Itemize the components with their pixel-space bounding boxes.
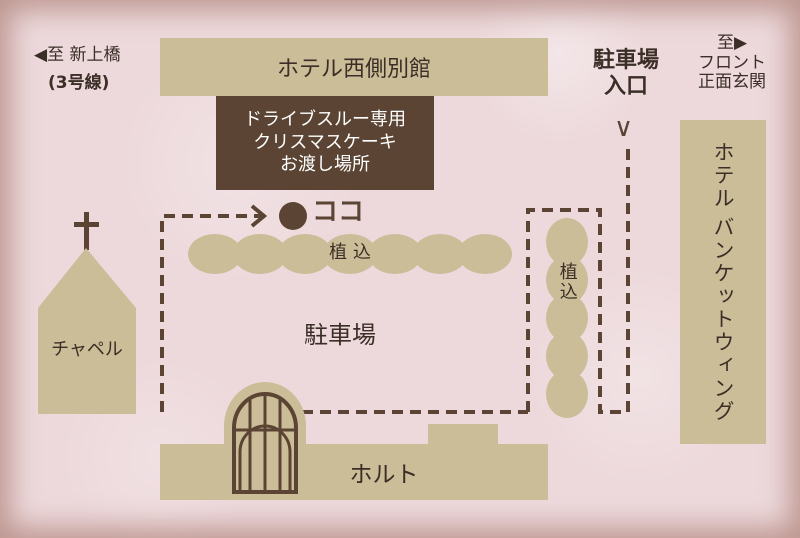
hall-annex bbox=[428, 424, 498, 446]
direction-right: 至▶ フロント 正面玄関 bbox=[672, 33, 792, 93]
direction-right-line1: 至 bbox=[716, 33, 734, 53]
chapel-label: チャペル bbox=[51, 339, 123, 360]
entrance-line1: 駐車場 bbox=[592, 48, 659, 73]
parking-label: 駐車場 bbox=[304, 321, 376, 349]
chapel-building bbox=[38, 212, 136, 414]
pickup-location-box: ドライブスルー専用 クリスマスケーキ お渡し場所 bbox=[216, 96, 434, 190]
entrance-arrow-icon: ∨ bbox=[614, 113, 634, 143]
right-arrow-icon: ▶ bbox=[733, 33, 748, 53]
parking-entrance: 駐車場 入口 bbox=[576, 48, 676, 101]
direction-left-text: 至 新上橋 bbox=[47, 45, 121, 65]
here-label: ココ bbox=[312, 197, 365, 227]
west-annex-building: ホテル西側別館 bbox=[160, 38, 548, 96]
arched-door-icon bbox=[224, 382, 306, 498]
hedge-top: 植 込 bbox=[188, 234, 512, 274]
chapel-shape bbox=[38, 248, 136, 414]
hedge-right: 植込 bbox=[546, 218, 588, 418]
hedge-top-label: 植 込 bbox=[329, 242, 371, 263]
chapel-cross-vertical bbox=[84, 212, 89, 250]
west-annex-label: ホテル西側別館 bbox=[276, 57, 431, 82]
hedge-right-shrub bbox=[546, 370, 588, 418]
pickup-line3: お渡し場所 bbox=[280, 154, 370, 176]
direction-right-line2: フロント bbox=[698, 52, 766, 73]
left-arrow-icon: ◀ bbox=[34, 45, 48, 65]
hedge-right-label: 植込 bbox=[556, 262, 578, 302]
banquet-line2: バンケットウィング bbox=[711, 216, 735, 423]
pickup-line1: ドライブスルー専用 bbox=[244, 109, 406, 131]
direction-left: ◀至 新上橋 bbox=[34, 45, 121, 66]
banquet-wing-building: ホテル バンケットウィング bbox=[680, 120, 766, 444]
chapel-cross-horizontal bbox=[74, 222, 99, 227]
hall-label: ホルト bbox=[349, 462, 419, 488]
here-dot-icon bbox=[279, 202, 307, 230]
banquet-line1: ホテル bbox=[711, 141, 735, 210]
arch-window bbox=[232, 392, 298, 494]
hall-building: ホルト bbox=[160, 444, 548, 500]
route-arrowhead bbox=[250, 204, 268, 228]
pickup-line2: クリスマスケーキ bbox=[253, 131, 397, 153]
route-inner-right bbox=[526, 142, 630, 414]
entrance-line2: 入口 bbox=[603, 74, 648, 100]
direction-left-sub: (3号線) bbox=[48, 73, 110, 93]
route-left-loop bbox=[160, 214, 262, 412]
hedge-top-shrub bbox=[458, 234, 512, 274]
direction-right-line3: 正面玄関 bbox=[698, 72, 766, 93]
arch-inner-door bbox=[238, 424, 292, 492]
